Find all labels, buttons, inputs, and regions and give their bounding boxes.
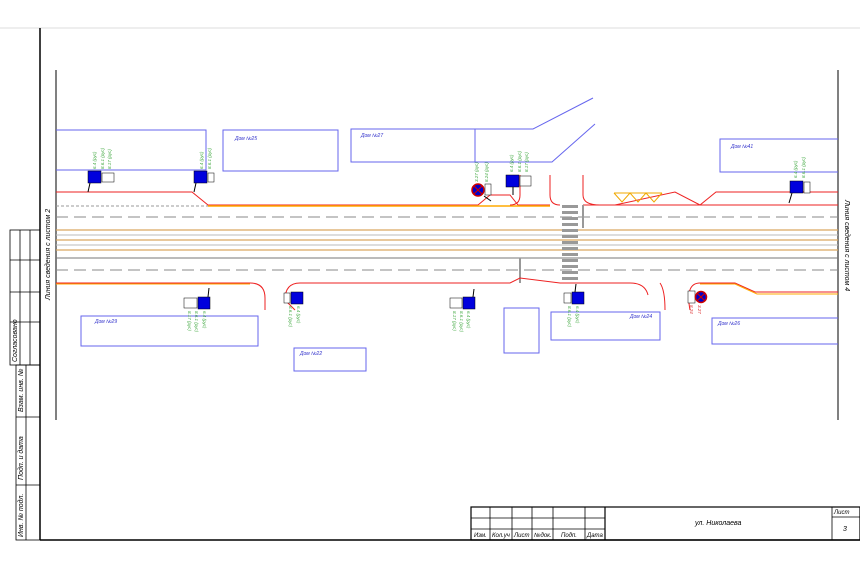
- parking-sign-icon: [193, 170, 208, 184]
- title-header-change: Изм.: [474, 533, 487, 539]
- disabled-plate-icon: [519, 175, 532, 187]
- sign-caption: 8.6.1 (рус): [801, 156, 806, 178]
- sign-caption: 8.6.1 (рус): [288, 306, 293, 328]
- disabled-plate-icon: [449, 297, 463, 309]
- sign-pole: [87, 182, 91, 193]
- sign-pole: [483, 195, 492, 202]
- stamp-agreed: Согласовано: [12, 319, 19, 362]
- disabled-plate-icon: [183, 297, 198, 309]
- parking-sign-icon: [87, 170, 102, 184]
- title-header-count: Кол.уч: [492, 533, 510, 539]
- building-outlines: [56, 97, 838, 372]
- sign-caption: 6.4 (рус): [466, 311, 471, 329]
- sign-group-bottom-5[interactable]: 8.24 3.27: [687, 290, 708, 314]
- sign-pole: [193, 182, 197, 193]
- sign-group-top-4[interactable]: 6.4 (рус) 8.6.1 (рус) 8.17 (рус): [505, 150, 532, 195]
- title-header-sheet: Лист: [513, 533, 529, 539]
- disabled-plate-icon: [563, 292, 572, 304]
- sign-caption: 8.6.1 (рус): [459, 311, 464, 333]
- sign-caption: 8.6.1 (рус): [194, 311, 199, 333]
- stamp-sign-date: Подп. и дата: [17, 436, 25, 480]
- house-label-41: Дом №41: [730, 144, 753, 150]
- sign-group-bottom-2[interactable]: 8.6.1 (рус) 6.4 (рус): [283, 291, 304, 328]
- parking-sign-icon: [462, 296, 476, 310]
- stamp-inv-orig: Инв. № подл.: [17, 494, 25, 537]
- sign-caption: 6.4 (рус): [793, 160, 798, 178]
- sign-caption: 3.27: [697, 305, 702, 314]
- parking-sign-icon: [197, 296, 211, 310]
- sign-caption: 8.17 (рус): [524, 152, 529, 172]
- sign-group-top-1[interactable]: 6.4 (рус) 8.6.1 (рус) 8.17 (рус): [87, 147, 115, 193]
- sign-caption: 6.4 (рус): [92, 151, 97, 169]
- house-label-22: Дом №22: [299, 351, 322, 357]
- sign-caption: 8.17 (рус): [107, 149, 112, 169]
- sign-caption: 6.4 (рус): [202, 311, 207, 329]
- stamp-replaced-inv: Взам. инв. №: [18, 368, 25, 412]
- match-line-left-label: Линия сведения с листом 2: [44, 209, 52, 301]
- parking-sign-icon: [290, 291, 304, 305]
- title-header-date: Дата: [586, 533, 603, 539]
- sign-group-bottom-1[interactable]: 8.17 (рус) 8.6.1 (рус) 6.4 (рус): [183, 287, 211, 333]
- title-block: [470, 506, 860, 541]
- sign-caption: 8.17 (рус): [187, 311, 192, 331]
- sign-caption: 8.17 (рус): [452, 311, 457, 331]
- drawing-title: ул. Николаева: [694, 520, 741, 527]
- parking-sign-icon: [505, 174, 520, 188]
- sign-caption: 6.4 (рус): [509, 154, 514, 172]
- sign-caption: 6.4 (рус): [575, 306, 580, 324]
- disabled-plate-icon: [101, 172, 115, 183]
- tow-plate-icon: [687, 290, 696, 304]
- sign-caption: 8.6.1 (рус): [207, 147, 212, 169]
- sign-group-bottom-3[interactable]: 8.17 (рус) 8.6.1 (рус) 6.4 (рус): [449, 288, 476, 333]
- sign-caption: 8.6.1 (рус): [567, 306, 572, 328]
- sign-caption: 8.6.1 (рус): [100, 147, 105, 169]
- disabled-plate-icon: [803, 181, 811, 194]
- house-label-29: Дом №29: [94, 319, 117, 325]
- house-label-24: Дом №24: [629, 314, 652, 320]
- house-label-27: Дом №27: [360, 133, 383, 139]
- sheet-number: 3: [843, 526, 847, 533]
- sign-caption: 8.24: [689, 305, 694, 314]
- sign-caption: 6.4 (рус): [296, 306, 301, 324]
- disabled-plate-icon: [283, 292, 291, 304]
- sign-caption: 3.27 (рус): [474, 162, 479, 182]
- sign-caption: 8.6.1 (рус): [517, 150, 522, 172]
- pedestrian-crossing: [562, 205, 578, 280]
- side-stamp: [9, 229, 41, 541]
- sign-caption: 6.4 (рус): [199, 151, 204, 169]
- sign-caption: 8.24 (рус): [484, 162, 489, 182]
- sign-pole: [788, 192, 793, 204]
- sign-group-top-5[interactable]: 6.4 (рус) 8.6.1 (рус): [788, 156, 811, 204]
- tow-plate-icon: [484, 183, 492, 196]
- disabled-plate-icon: [207, 172, 215, 183]
- parking-sign-icon: [571, 291, 585, 305]
- sign-pole: [207, 287, 210, 298]
- sign-group-bottom-4[interactable]: 8.6.1 (рус) 6.4 (рус): [563, 283, 585, 328]
- sign-pole: [574, 283, 577, 293]
- sheet-label: Лист: [833, 510, 849, 516]
- house-label-26: Дом №26: [717, 321, 740, 327]
- sign-group-top-2[interactable]: 6.4 (рус) 8.6.1 (рус): [193, 147, 215, 193]
- road: [56, 175, 838, 311]
- title-header-sign: Подп.: [561, 533, 577, 539]
- sign-group-top-3[interactable]: 3.27 (рус) 8.24 (рус): [471, 162, 492, 202]
- match-line-right-label: Линия сведения с листом 4: [843, 199, 851, 291]
- sign-pole: [472, 288, 475, 298]
- house-label-25: Дом №25: [234, 136, 257, 142]
- title-header-doc: №док.: [534, 532, 552, 539]
- parking-sign-icon: [789, 180, 804, 194]
